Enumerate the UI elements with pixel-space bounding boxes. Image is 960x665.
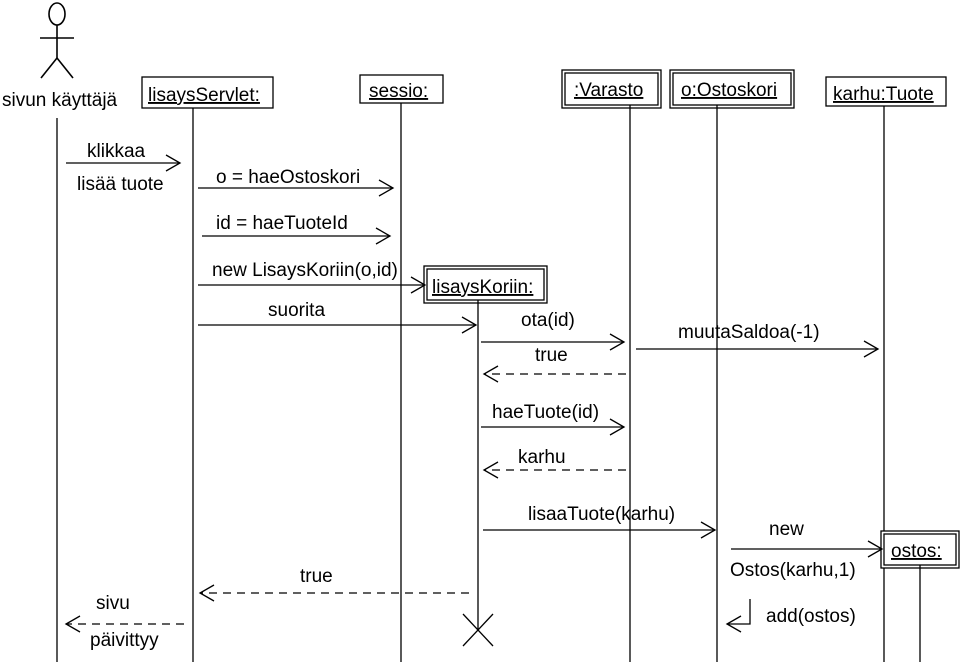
object-box (564, 72, 659, 106)
message-label: päivittyy (90, 630, 159, 651)
arrowhead (482, 461, 499, 479)
object-box (141, 76, 274, 109)
arrowhead (165, 154, 182, 172)
object-label: karhu:Tuote (833, 84, 934, 105)
message-label: ota(id) (521, 310, 575, 331)
message-suorita: suorita (198, 300, 478, 334)
message-line (727, 599, 751, 625)
object-label: ostos: (891, 541, 942, 562)
actor-figure: sivun käyttäjä (2, 2, 118, 111)
object-lisayskoriin: lisaysKoriin: (423, 265, 548, 647)
message-add-ostos: add(ostos) (725, 599, 856, 633)
actor-name: sivun käyttäjä (2, 90, 118, 111)
message-label: lisää tuote (77, 174, 164, 195)
object-ostoskori: o:Ostoskori (669, 69, 795, 662)
object-ostos: ostos: (880, 530, 960, 662)
message-label: karhu (518, 447, 566, 468)
object-label: sessio: (369, 81, 428, 102)
arrowhead (64, 615, 81, 633)
message-label: true (300, 566, 333, 587)
message-label: Ostos(karhu,1) (730, 560, 856, 581)
message-ret-karhu: karhu (482, 447, 626, 479)
arrowhead (725, 615, 742, 633)
object-box (883, 533, 957, 566)
message-label: suorita (268, 300, 325, 321)
arrowhead (609, 418, 626, 436)
message-hae-ostoskori: o = haeOstoskori (198, 167, 395, 197)
message-label: haeTuote(id) (492, 402, 599, 423)
message-label: new LisaysKoriin(o,id) (212, 260, 398, 281)
message-ret-true-2: true (198, 566, 469, 602)
message-hae-tuote: haeTuote(id) (481, 402, 626, 436)
arrowhead (863, 340, 880, 358)
arrowhead (867, 540, 884, 558)
arrowhead (461, 316, 478, 334)
message-label: o = haeOstoskori (216, 167, 360, 188)
object-label: :Varasto (574, 80, 643, 101)
message-label: lisaaTuote(karhu) (528, 504, 675, 525)
arrowhead (700, 521, 717, 539)
destroy-x-icon (462, 613, 494, 647)
message-lisaa-tuote: lisaaTuote(karhu) (483, 504, 717, 539)
message-label: true (535, 345, 568, 366)
object-label: lisaysServlet: (148, 85, 260, 106)
message-label: sivu (96, 593, 130, 614)
object-label: o:Ostoskori (681, 80, 777, 101)
message-hae-tuoteid: id = haeTuoteId (202, 213, 392, 245)
arrowhead (410, 276, 427, 294)
object-box (672, 72, 792, 106)
actor-left-leg (40, 57, 58, 79)
object-box (825, 76, 947, 107)
arrowhead (375, 227, 392, 245)
message-label: id = haeTuoteId (216, 213, 348, 234)
message-label: new (769, 519, 804, 540)
message-label: klikkaa (87, 141, 146, 162)
arrowhead (609, 333, 626, 351)
object-label: lisaysKoriin: (432, 277, 533, 298)
message-ota: ota(id) (481, 310, 626, 351)
arrowhead (378, 179, 395, 197)
object-servlet: lisaysServlet: (141, 76, 274, 662)
message-label: add(ostos) (766, 606, 856, 627)
actor-right-leg (56, 57, 74, 79)
message-muuta-saldoa: muutaSaldoa(-1) (636, 322, 880, 358)
message-sivu-paivittyy: sivu päivittyy (64, 593, 184, 651)
object-sessio: sessio: (359, 74, 444, 662)
object-tuote: karhu:Tuote (825, 76, 947, 662)
message-klikkaa: klikkaa lisää tuote (66, 141, 182, 195)
message-new-lisayskoriin: new LisaysKoriin(o,id) (198, 260, 427, 294)
object-varasto: :Varasto (561, 69, 662, 662)
arrowhead (482, 365, 499, 383)
actor-head (48, 2, 66, 26)
object-box (426, 268, 545, 301)
message-label: muutaSaldoa(-1) (678, 322, 820, 343)
message-ret-true-1: true (482, 345, 626, 383)
arrowhead (198, 584, 215, 602)
